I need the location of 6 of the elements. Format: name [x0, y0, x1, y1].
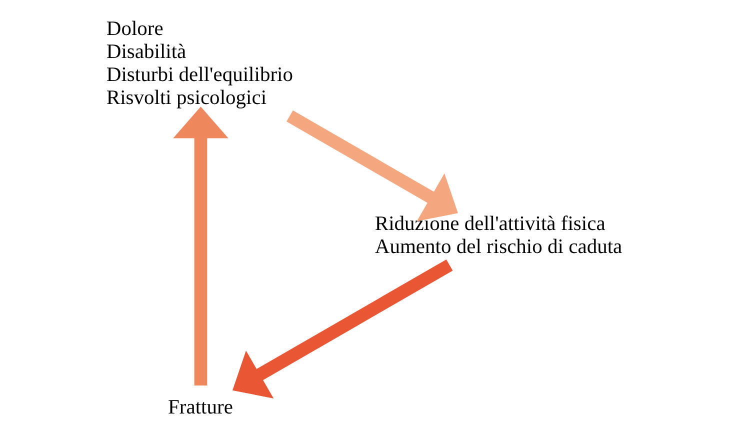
node-text: Dolore Disabilità Disturbi dell'equilibrio Risvolti psicologici [106, 18, 294, 110]
node-text: Riduzione dell'attività fisica Aumento del rischio di caduta [374, 212, 622, 258]
arrow [232, 259, 453, 398]
arrow [173, 106, 228, 386]
arrow [286, 110, 458, 222]
node-text: Fratture [168, 396, 233, 419]
